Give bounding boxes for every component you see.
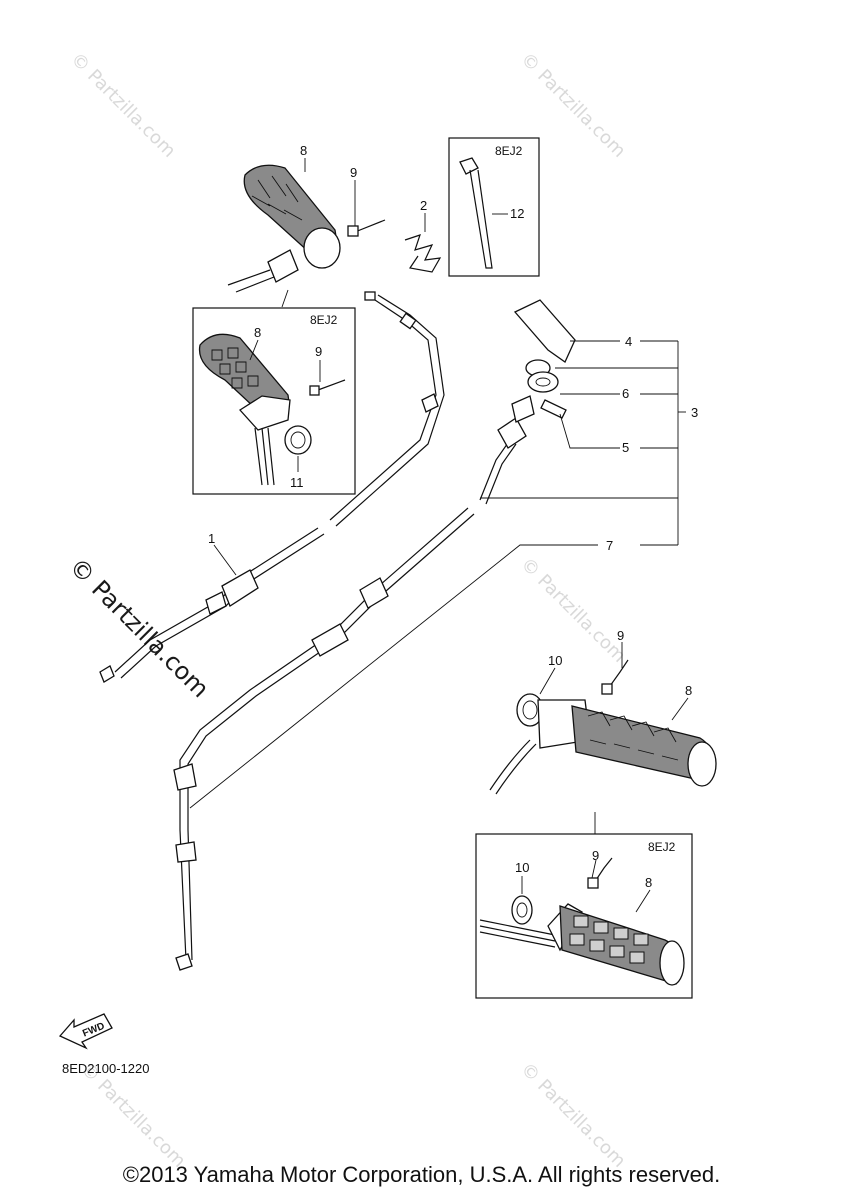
- variant-box-part-12: 8EJ2 12: [448, 137, 540, 277]
- callout-6: 6: [622, 386, 629, 401]
- watermark-group: © Partzilla.com © Partzilla.com © Partzi…: [64, 49, 630, 1172]
- callout-8-box2: 8: [645, 875, 652, 890]
- variant-tag-box2: 8EJ2: [648, 840, 676, 854]
- callout-9-box2: 9: [592, 848, 599, 863]
- throttle-parts-4-5-6: 4 6 5: [513, 299, 678, 455]
- cable-part-1: 1: [99, 291, 445, 683]
- cable-part-7: [173, 395, 535, 971]
- variant-tag-box1: 8EJ2: [310, 313, 338, 327]
- watermark-large: © Partzilla.com: [64, 552, 215, 703]
- callout-8-top: 8: [300, 143, 307, 158]
- right-grip-assembly: 9 10 8: [489, 628, 717, 795]
- callout-11-box1: 11: [290, 475, 304, 490]
- callout-4: 4: [625, 334, 632, 349]
- variant-box-left-grip: 8EJ2 8 9 11: [192, 289, 356, 495]
- clip-part-2: 2: [404, 198, 442, 273]
- watermark-mid-right: © Partzilla.com: [516, 554, 629, 667]
- top-grip-assembly: 8 9: [227, 143, 386, 293]
- callout-3: 3: [691, 405, 698, 420]
- fwd-arrow-icon: FWD: [58, 1013, 113, 1050]
- copyright-notice: ©2013 Yamaha Motor Corporation, U.S.A. A…: [122, 1162, 721, 1187]
- callout-8-box1: 8: [254, 325, 261, 340]
- watermark-top-right: © Partzilla.com: [516, 49, 629, 162]
- callout-bracket: 3 7: [189, 340, 698, 809]
- callout-2: 2: [420, 198, 427, 213]
- watermark-top-left: © Partzilla.com: [66, 49, 179, 162]
- callout-9-top: 9: [350, 165, 357, 180]
- callout-5: 5: [622, 440, 629, 455]
- variant-tag-top: 8EJ2: [495, 144, 523, 158]
- callout-10-right: 10: [548, 653, 562, 668]
- callout-12: 12: [510, 206, 524, 221]
- callout-1: 1: [208, 531, 215, 546]
- watermark-bottom-right: © Partzilla.com: [516, 1059, 629, 1172]
- callout-8-right: 8: [685, 683, 692, 698]
- callout-10-box2: 10: [515, 860, 529, 875]
- callout-9-box1: 9: [315, 344, 322, 359]
- callout-7: 7: [606, 538, 613, 553]
- callout-9-right: 9: [617, 628, 624, 643]
- diagram-code: 8ED2100-1220: [62, 1061, 149, 1076]
- variant-box-right-grip: 8EJ2 10 9 8: [475, 812, 693, 999]
